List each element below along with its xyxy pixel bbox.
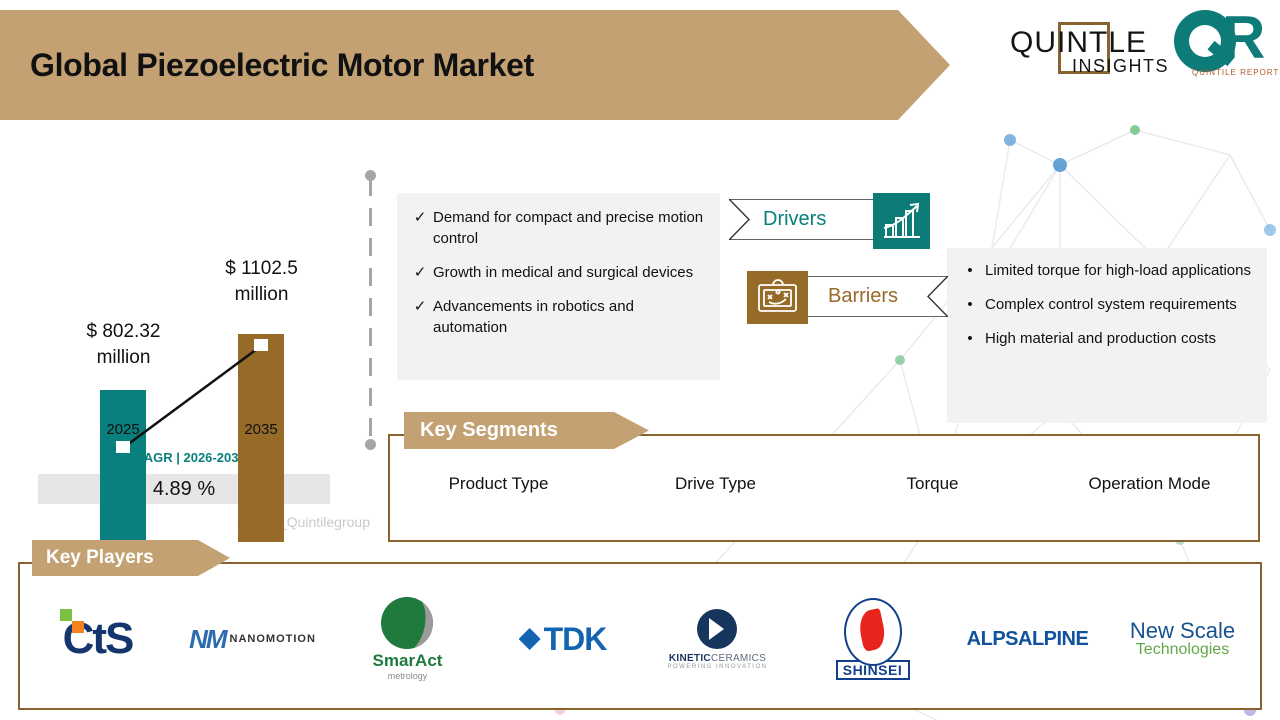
divider-dashes: [369, 178, 372, 442]
bar-2025: [100, 390, 146, 542]
bullet-dot-icon: •: [967, 330, 973, 347]
drivers-list-item: ✓ Advancements in robotics and automatio…: [407, 296, 710, 338]
x-axis-tick-2035: 2035: [244, 421, 278, 438]
bar-chart-growth-icon: [873, 193, 930, 249]
key-players-panel: CtS NM NANOMOTION SmarAct metrology TDK: [18, 562, 1262, 710]
kinetic-tagline: POWERING INNOVATION: [667, 663, 768, 670]
player-logo-cts: CtS: [20, 580, 175, 698]
qr-mark-logo: R QUINTILE REPORTS: [1172, 4, 1280, 82]
drivers-label: Drivers: [763, 208, 827, 230]
player-logo-alps-alpine: ALPSALPINE: [950, 580, 1105, 698]
cagr-value: 4.89 %: [152, 477, 216, 500]
brand-logo: QUINTLE INSIGHTS R QUINTILE REPORTS: [1002, 4, 1280, 84]
shinsei-oval-icon: [843, 598, 902, 666]
barriers-list-item: • High material and production costs: [955, 328, 1259, 349]
strategy-board-icon: [747, 271, 808, 324]
smaract-wordmark: SmarAct: [372, 651, 443, 670]
smaract-orb-icon: [381, 597, 434, 649]
logo-word-part-3: LE: [1108, 26, 1148, 59]
barriers-list-panel: • Limited torque for high-load applicati…: [947, 248, 1267, 423]
segment-item[interactable]: Torque: [906, 474, 959, 493]
x-axis-tick-2025: 2025: [106, 421, 140, 438]
player-logo-nanomotion: NM NANOMOTION: [175, 580, 330, 698]
drivers-list-panel: ✓ Demand for compact and precise motion …: [397, 193, 720, 380]
bullet-dot-icon: •: [967, 296, 973, 313]
kinetic-k-icon: [697, 608, 738, 649]
drivers-item-text: Advancements in robotics and automation: [433, 298, 634, 336]
divider-dot-bottom: [365, 439, 376, 450]
player-logo-new-scale: New Scale Technologies: [1105, 580, 1260, 698]
drivers-item-text: Growth in medical and surgical devices: [433, 264, 694, 281]
drivers-list-item: ✓ Demand for compact and precise motion …: [407, 207, 710, 249]
barriers-list-item: • Complex control system requirements: [955, 294, 1259, 315]
barriers-label-wrap: Barriers: [800, 276, 948, 317]
divider-dot-top: [365, 170, 376, 181]
vertical-dashed-divider: [365, 170, 377, 450]
barriers-label: Barriers: [828, 285, 899, 307]
key-players-row: CtS NM NANOMOTION SmarAct metrology TDK: [20, 580, 1260, 698]
newscale-tagline: Technologies: [1135, 641, 1230, 659]
kinetic-word-2: CERAMICS: [710, 652, 767, 664]
key-segments-panel: Product Type Drive Type Torque Operation…: [388, 434, 1260, 542]
player-logo-smaract: SmarAct metrology: [330, 580, 485, 698]
barriers-item-text: Complex control system requirements: [985, 296, 1237, 313]
shinsei-dolphin-icon: [855, 607, 888, 653]
bar-value-label-2035: $ 1102.5 million: [225, 258, 298, 305]
drivers-list-item: ✓ Growth in medical and surgical devices: [407, 262, 710, 283]
qr-subtitle: QUINTILE REPORTS: [1192, 68, 1280, 77]
key-players-tab-label: Key Players: [46, 547, 154, 568]
cts-green-square-icon: [60, 609, 73, 621]
bar-value-label-2025: $ 802.32 million: [86, 321, 161, 368]
key-segments-row: Product Type Drive Type Torque Operation…: [390, 474, 1258, 494]
nanomotion-mark: NM: [189, 623, 227, 654]
kinetic-word-1: KINETIC: [668, 652, 711, 664]
key-segments-tab: Key Segments: [404, 412, 649, 449]
barriers-item-text: Limited torque for high-load application…: [985, 262, 1251, 279]
tdk-diamond-icon: [518, 628, 541, 650]
bars-holder: [20, 250, 370, 542]
drivers-ribbon: Drivers: [727, 198, 875, 241]
nanomotion-wordmark: NANOMOTION: [229, 633, 316, 645]
logo-wordmark: QUINTLE: [1010, 26, 1147, 60]
logo-square-outline: [1058, 22, 1110, 74]
player-logo-shinsei: SHINSEI: [795, 580, 950, 698]
kinetic-wordmark: KINETICCERAMICS: [668, 653, 768, 664]
market-size-chart: $ 802.32 million $ 1102.5 million 2025 2…: [20, 125, 370, 545]
check-icon: ✓: [413, 209, 427, 226]
alps-alpine-wordmark: ALPSALPINE: [966, 627, 1089, 650]
barriers-list-item: • Limited torque for high-load applicati…: [955, 260, 1259, 281]
smaract-tagline: metrology: [387, 671, 428, 681]
segment-item[interactable]: Drive Type: [675, 474, 756, 493]
quintile-insights-logo: QUINTLE INSIGHTS: [1010, 20, 1175, 80]
page-title: Global Piezoelectric Motor Market: [30, 46, 535, 83]
check-icon: ✓: [413, 298, 427, 315]
segment-item[interactable]: Product Type: [448, 474, 549, 493]
bar-2035: [238, 334, 284, 542]
segment-item[interactable]: Operation Mode: [1088, 474, 1211, 493]
header-banner: Global Piezoelectric Motor Market: [0, 10, 950, 120]
newscale-wordmark: New Scale: [1129, 618, 1236, 644]
cts-orange-square-icon: [72, 621, 85, 633]
barriers-item-text: High material and production costs: [985, 330, 1216, 347]
key-players-tab: Key Players: [32, 540, 230, 576]
trend-line: [116, 339, 268, 453]
player-logo-kinetic-ceramics: KINETICCERAMICS POWERING INNOVATION: [640, 580, 795, 698]
barriers-ribbon: Barriers: [799, 275, 950, 318]
logo-word-part-1: QUI: [1010, 26, 1067, 59]
logo-word-part-2: NT: [1066, 26, 1109, 59]
key-segments-tab-label: Key Segments: [420, 419, 558, 441]
qr-letter-r: R: [1222, 4, 1266, 71]
logo-subtitle: INSIGHTS: [1072, 56, 1170, 76]
drivers-label-wrap: Drivers: [729, 199, 874, 240]
tdk-wordmark: TDK: [543, 620, 608, 657]
player-logo-tdk: TDK: [485, 580, 640, 698]
drivers-item-text: Demand for compact and precise motion co…: [433, 209, 704, 247]
cagr-title: CAGR | 2026-2035: [134, 450, 246, 465]
bullet-dot-icon: •: [967, 262, 973, 279]
check-icon: ✓: [413, 264, 427, 281]
